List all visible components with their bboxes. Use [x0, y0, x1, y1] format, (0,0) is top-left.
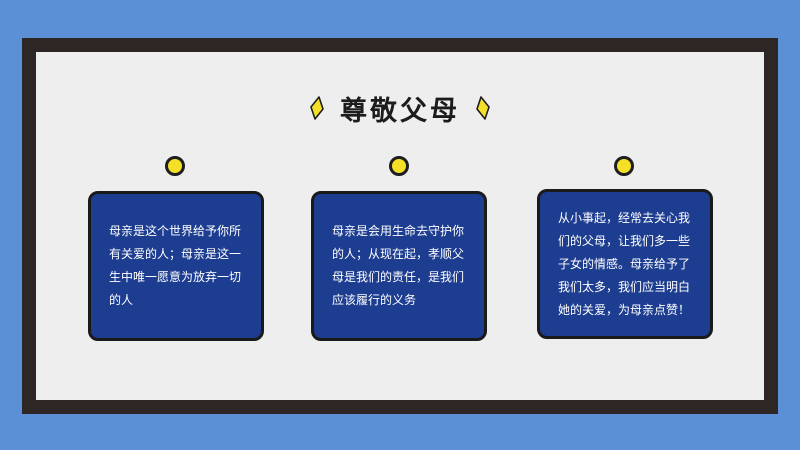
title-row: 尊敬父母 [36, 92, 764, 127]
card-text: 母亲是会用生命去守护你的人；从现在起，孝顺父母是我们的责任，是我们应该履行的义务 [332, 224, 465, 307]
card-marker-dot [614, 156, 634, 176]
info-card-3: 从小事起，经常去关心我们的父母，让我们多一些子女的情感。母亲给予了我们太多，我们… [537, 189, 713, 339]
card-text: 母亲是这个世界给予你所有关爱的人；母亲是这一生中唯一愿意为放弃一切的人 [109, 224, 242, 307]
card-text: 从小事起，经常去关心我们的父母，让我们多一些子女的情感。母亲给予了我们太多，我们… [558, 210, 691, 317]
sparkle-icon-right [476, 96, 490, 120]
info-card-1: 母亲是这个世界给予你所有关爱的人；母亲是这一生中唯一愿意为放弃一切的人 [88, 191, 264, 341]
page-title: 尊敬父母 [340, 95, 460, 127]
info-card-2: 母亲是会用生命去守护你的人；从现在起，孝顺父母是我们的责任，是我们应该履行的义务 [311, 191, 487, 341]
card-marker-dot [165, 156, 185, 176]
sparkle-icon-left [310, 96, 324, 120]
card-marker-dot [389, 156, 409, 176]
